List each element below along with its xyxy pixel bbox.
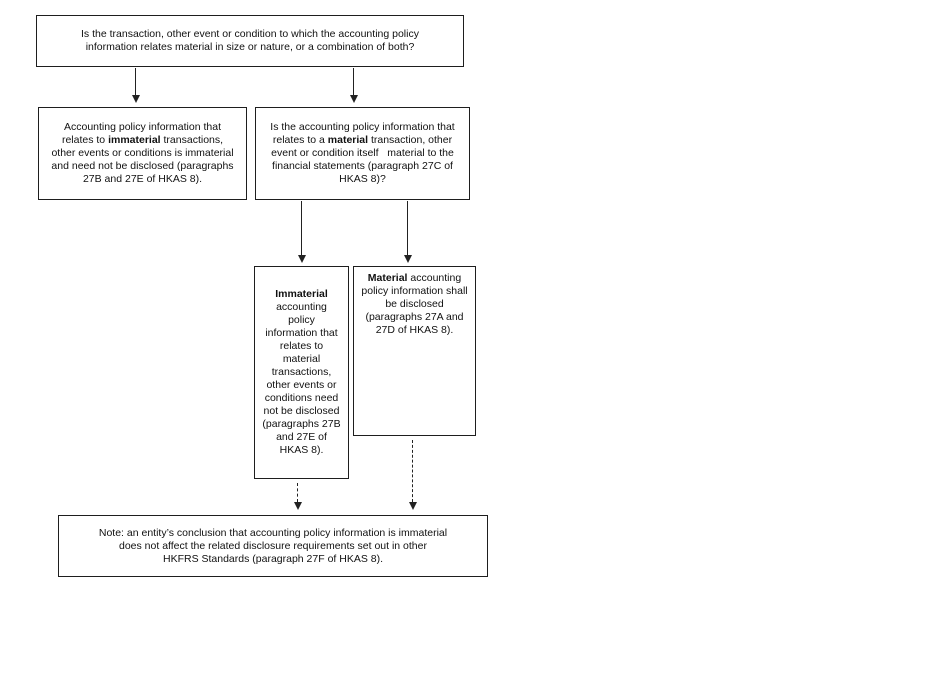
note-box-disclosure-requirements: Note: an entity’s conclusion that accoun… <box>58 515 488 577</box>
decision-box-policy-info-materiality-text: Is the accounting policy information tha… <box>270 121 455 185</box>
arrow-transaction-to-policy-question <box>350 68 358 103</box>
arrow-policy-question-to-material-policy <box>404 201 412 263</box>
dashed-arrow-material-policy-to-note <box>409 440 417 510</box>
note-box-disclosure-requirements-text: Note: an entity’s conclusion that accoun… <box>98 526 448 565</box>
decision-box-transaction-materiality: Is the transaction, other event or condi… <box>36 15 464 67</box>
decision-box-policy-info-materiality: Is the accounting policy information tha… <box>255 107 470 200</box>
arrow-transaction-to-immaterial-outcome <box>132 68 140 103</box>
dashed-arrow-immaterial-policy-to-note <box>294 483 302 510</box>
arrow-policy-question-to-immaterial-policy <box>298 201 306 263</box>
decision-box-transaction-materiality-text: Is the transaction, other event or condi… <box>81 28 419 53</box>
